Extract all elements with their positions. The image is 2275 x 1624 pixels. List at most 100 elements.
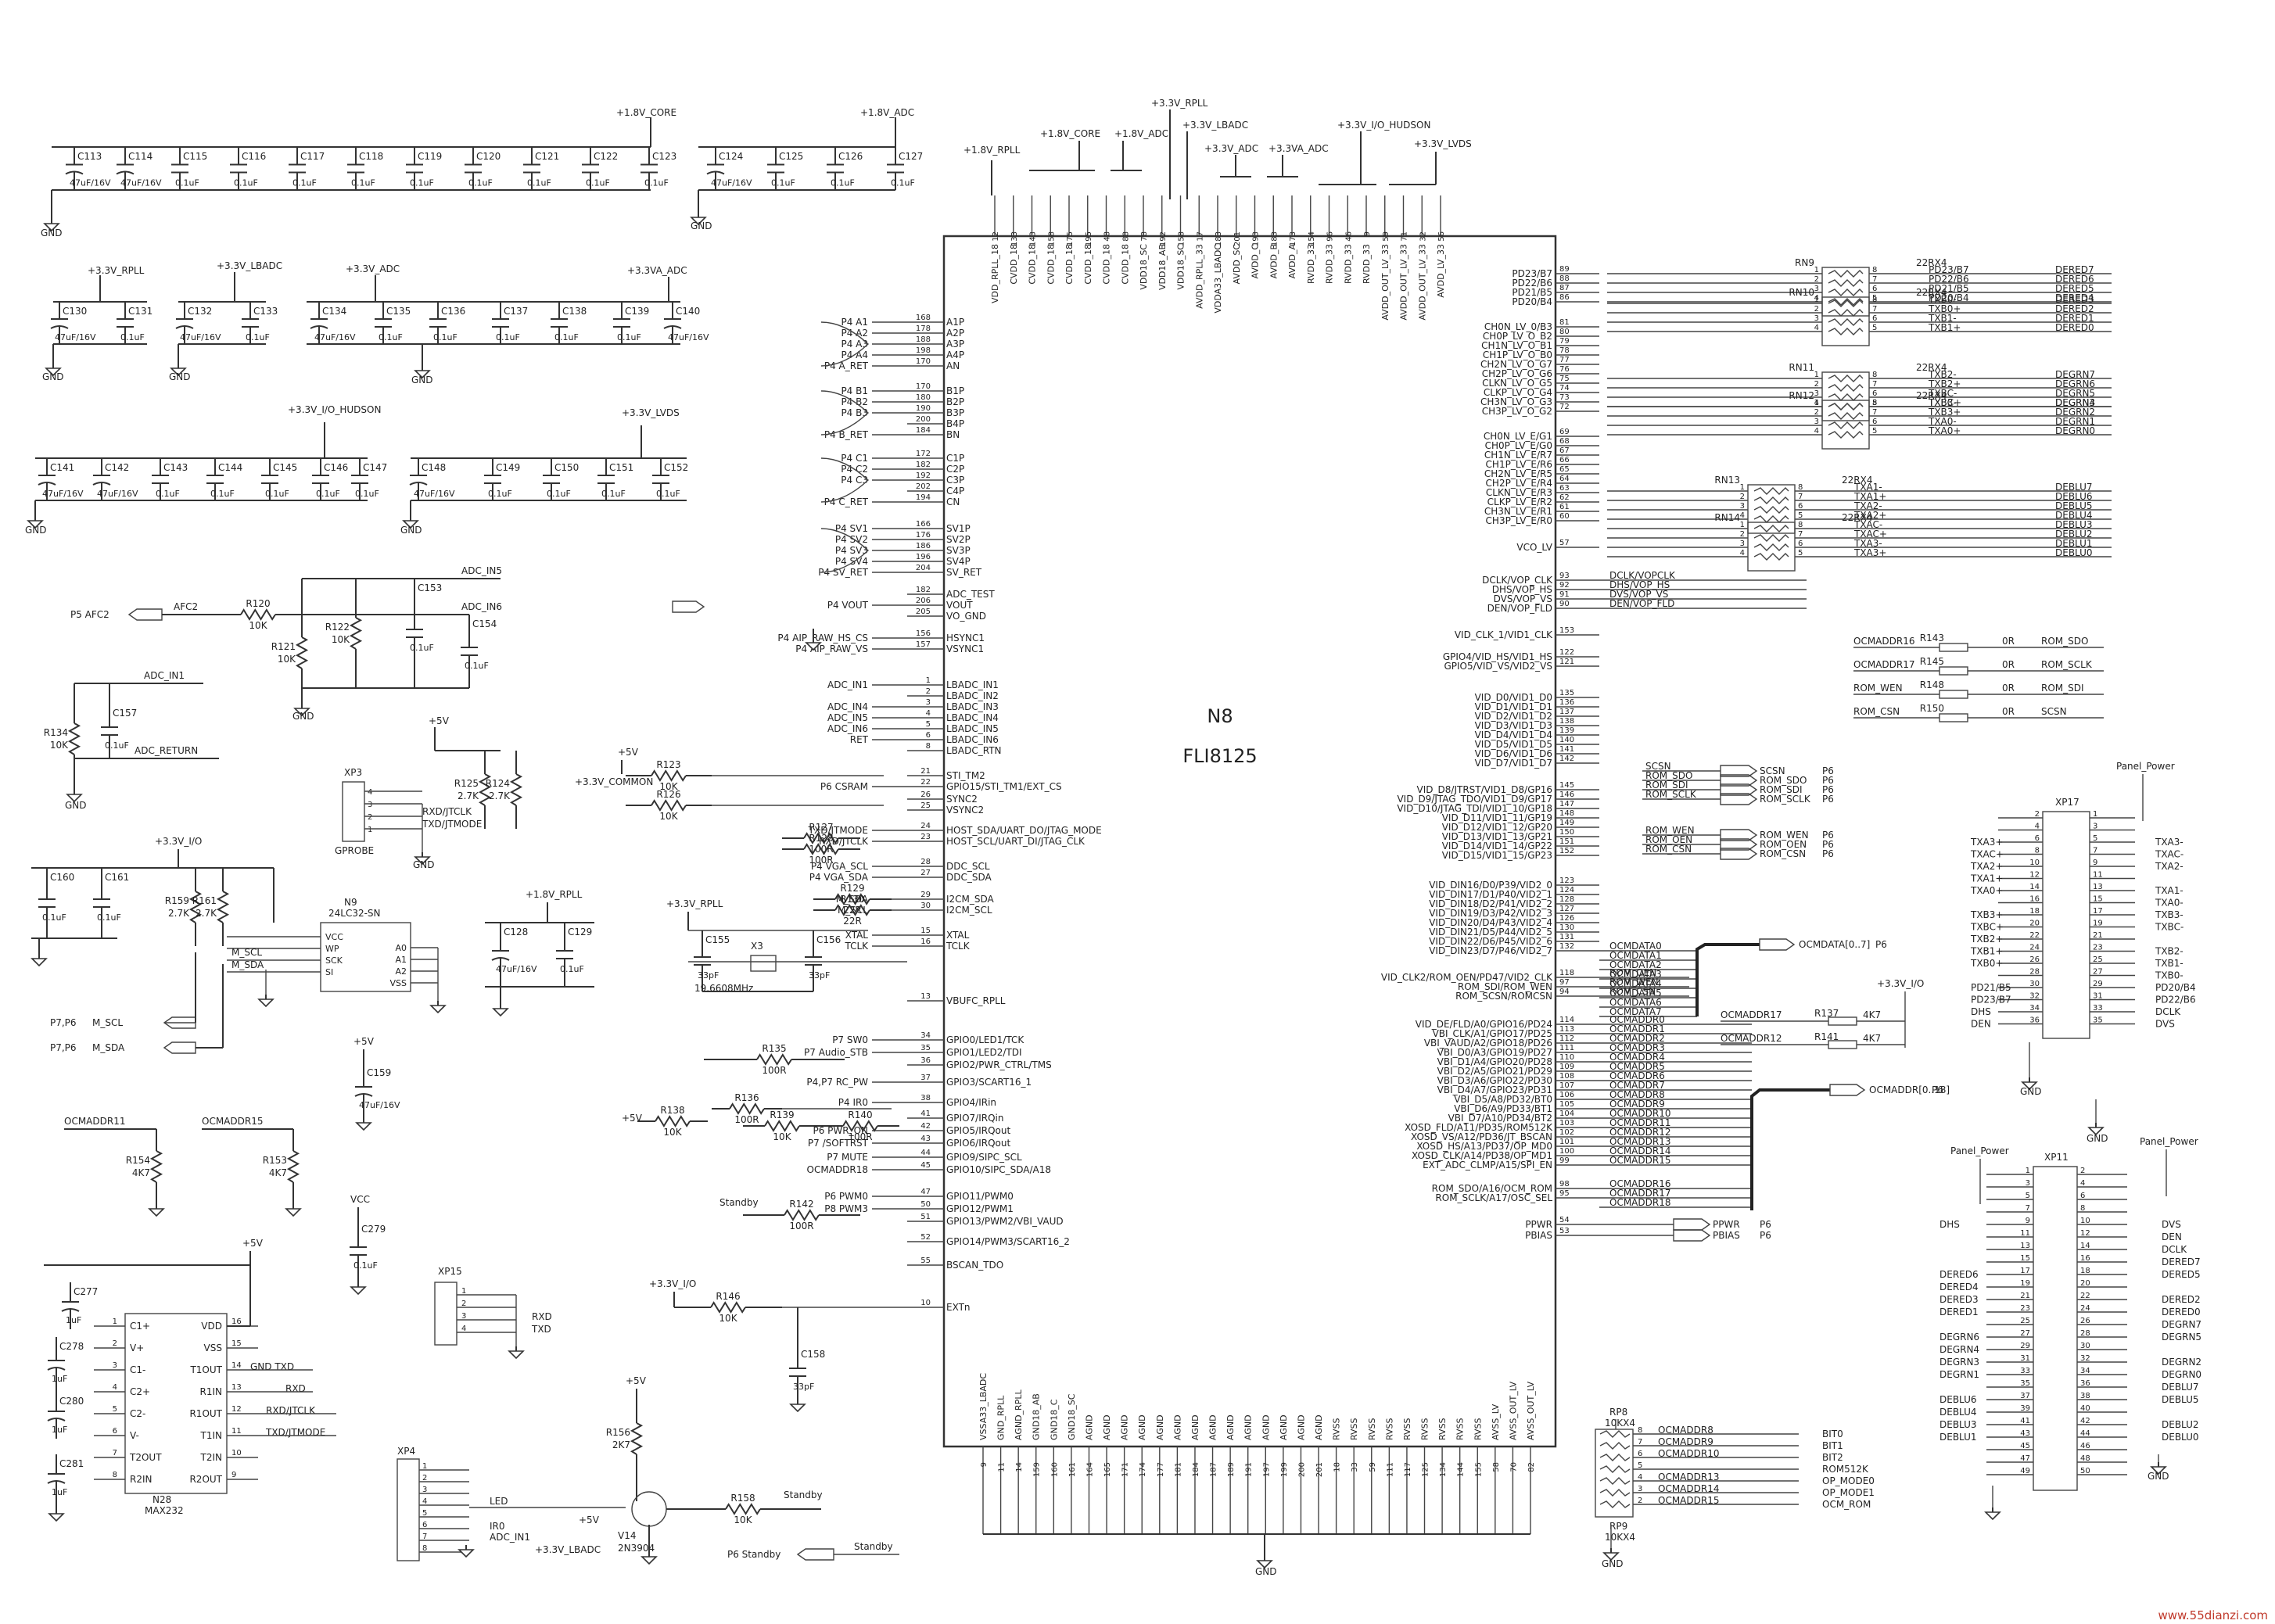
pin-number: 13 — [920, 992, 931, 1001]
res-value: 4K7 — [1863, 1033, 1881, 1044]
net-label: OCMADDR7 — [1609, 1080, 1665, 1091]
pin-signal: GND_RPLL — [996, 1395, 1007, 1440]
pin-signal: SYNC2 — [946, 794, 978, 805]
net-label: ADC_IN1 — [490, 1532, 530, 1543]
rail-label: +1.8V_CORE — [1040, 128, 1100, 139]
top-rails: +1.8V_RPLL +1.8V_CORE +1.8V_ADC +3.3V_RP… — [963, 98, 1472, 199]
connector-body — [397, 1458, 420, 1561]
pin-number: 142 — [1559, 755, 1574, 763]
pin-number: 45 — [2020, 1442, 2030, 1450]
pin-number: 30 — [2080, 1342, 2090, 1350]
pin-number: 75 — [1559, 375, 1570, 383]
pin-number: 7 — [1638, 1438, 1642, 1447]
pin-signal: C2- — [130, 1408, 145, 1419]
pin-number: 9 — [2093, 859, 2097, 867]
net-label: TXD/JTMODE — [808, 825, 868, 836]
pin-number: 32 — [2029, 992, 2040, 1001]
pin-number: 40 — [2080, 1404, 2090, 1413]
rail-label: +3.3V_ADC — [1204, 143, 1258, 154]
pin-number: 3 — [1814, 389, 1819, 398]
net-label: PD20/B4 — [2155, 982, 2196, 993]
pin-number: 77 — [1559, 356, 1570, 364]
pin-number: 56 — [1437, 231, 1446, 242]
pin-signal: A3P — [946, 339, 964, 350]
res-ref: R125 — [454, 778, 479, 789]
ground-symbol — [641, 1552, 657, 1565]
page-ref: P7,P6 — [50, 1017, 77, 1028]
pin-number: 191 — [1245, 1462, 1254, 1477]
pin-number: 35 — [2093, 1016, 2103, 1025]
pin-number: 192 — [916, 471, 931, 480]
pin-number: 145 — [1559, 781, 1574, 790]
rp-value: 10KX4 — [1605, 1532, 1635, 1543]
pin-number: 5 — [422, 1509, 427, 1518]
cap-value: 0.1uF — [468, 178, 493, 188]
rn-element — [1828, 279, 1864, 287]
pin-number: 18 — [1333, 1462, 1342, 1472]
rn-value: 22RX4 — [1916, 287, 1947, 298]
cap-ref: C145 — [273, 462, 297, 473]
net-label: TXB0+ — [1928, 303, 1961, 314]
cap-ref: C150 — [554, 462, 579, 473]
cap-plate — [116, 170, 135, 175]
page-ref: P6 — [1822, 839, 1834, 850]
pin-signal: DHS/VOP_HS — [1492, 584, 1552, 595]
net-label: P8 PWM3 — [824, 1203, 868, 1214]
res-value: 4K7 — [132, 1167, 150, 1178]
pin-number: 8 — [2080, 1204, 2085, 1213]
res-value: 100R — [734, 1114, 759, 1125]
pin-number: 68 — [1559, 437, 1570, 446]
cap-ref: C281 — [59, 1458, 84, 1469]
rn-value: 22RX4 — [1916, 362, 1947, 373]
cap-ref: C121 — [535, 151, 559, 162]
pin-number: 2 — [1814, 380, 1819, 389]
pin-number: 59 — [1369, 1462, 1377, 1472]
net-label: BIT0 — [1822, 1429, 1843, 1439]
pin-number: 26 — [920, 790, 931, 799]
pin-number: 1 — [1814, 266, 1819, 274]
pin-number: 155 — [1474, 1462, 1483, 1477]
pin-number: 36 — [2080, 1379, 2090, 1388]
net-label: DEGRN5 — [2162, 1332, 2201, 1343]
pin-number: 95 — [1559, 1189, 1570, 1198]
net-label: OCMADDR4 — [1609, 1052, 1665, 1063]
pin-number: 72 — [1559, 403, 1570, 411]
rail-label: +3.3V_I/O — [155, 836, 202, 847]
net-label: OCMADDR15 — [1658, 1495, 1719, 1506]
cap-value: 47uF/16V — [42, 489, 84, 499]
cap-value: 47uF/16V — [55, 332, 96, 342]
res-ref: R150 — [1920, 703, 1944, 714]
pin-signal: GPIO3/SCART16_1 — [946, 1077, 1032, 1088]
cap-ref: C125 — [779, 151, 803, 162]
pin-signal: LBADC_IN1 — [946, 679, 999, 690]
pin-number: 24 — [2080, 1304, 2090, 1313]
pin-number: 158 — [1047, 231, 1056, 246]
pin-number: 103 — [1559, 1119, 1574, 1127]
net-label: TXB3+ — [1928, 407, 1961, 418]
pin-signal: CH2P_LV_O_G6 — [1482, 368, 1552, 379]
ic-part: 24LC32-SN — [328, 908, 381, 919]
rn-element — [1828, 384, 1864, 392]
pin-signal: R2OUT — [189, 1474, 222, 1485]
cap-value: 47uF/16V — [70, 178, 111, 188]
input-bundle — [820, 321, 870, 367]
pin-number: 8 — [926, 742, 931, 751]
pin-signal: RVDD_33 — [1343, 244, 1353, 284]
net-label: PD23/B7 — [1971, 995, 2011, 1006]
net-label: OCMADDR18 — [807, 1164, 868, 1175]
net-label: OCMADDR17 — [1721, 1009, 1782, 1020]
net-label: DEGRN0 — [2162, 1369, 2201, 1380]
cap-value: 0.1uF — [831, 178, 855, 188]
gnd-label: GND — [65, 800, 87, 811]
pin-signal: GPIO7/IRQin — [946, 1113, 1003, 1124]
net-label: P4 SV1 — [835, 523, 868, 534]
net-label: DEBLU3 — [1939, 1419, 1977, 1430]
pin-number: 98 — [1559, 1180, 1570, 1188]
net-label: ROM_CSN — [1609, 986, 1656, 997]
pin-signal: ROM_SDO/A16/OCM_ROM — [1432, 1183, 1552, 1194]
net-label: P4 AIP_RAW_HS_CS — [777, 633, 868, 644]
net-label: P7 Audio_STB — [804, 1047, 868, 1058]
net-label: OCMDATA6 — [1609, 997, 1662, 1008]
pin-number: 9 — [2026, 1217, 2030, 1225]
net-label: IR0 — [490, 1521, 505, 1532]
